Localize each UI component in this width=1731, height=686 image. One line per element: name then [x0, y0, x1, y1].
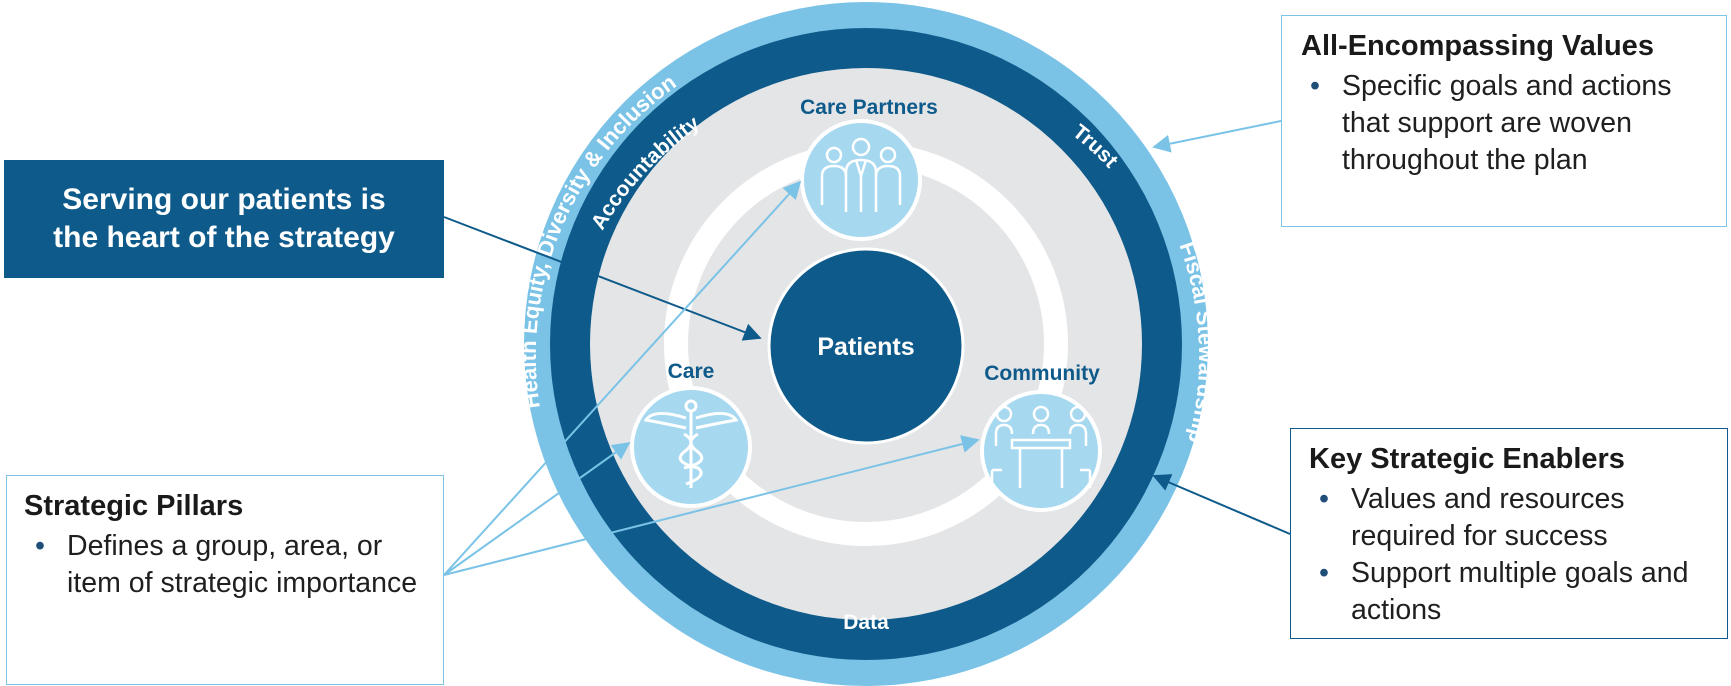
caduceus-icon — [630, 386, 752, 508]
meeting-table-icon — [980, 390, 1102, 512]
heart-callout-line1: Serving our patients is — [62, 183, 386, 216]
pillar-arrow-care-partners — [443, 180, 802, 576]
enablers-title: Key Strategic Enablers — [1309, 443, 1625, 475]
values-arrow — [1152, 120, 1282, 153]
key-strategic-enablers-box: Key Strategic Enablers Values and resour… — [1290, 428, 1728, 639]
heart-of-strategy-callout: Serving our patients is the heart of the… — [4, 160, 444, 278]
heart-callout-line2: the heart of the strategy — [53, 221, 395, 254]
pillar-arrow-community — [443, 435, 980, 576]
patients-label: Patients — [817, 333, 914, 361]
community-label: Community — [984, 362, 1100, 385]
values-bullet: Specific goals and actions that support … — [1310, 68, 1710, 179]
values-title: All-Encompassing Values — [1301, 30, 1654, 62]
values-bullet-list: Specific goals and actions that support … — [1301, 68, 1710, 179]
pillars-title: Strategic Pillars — [24, 490, 244, 522]
enablers-bullet: Support multiple goals and actions — [1319, 555, 1711, 629]
patients-center — [767, 247, 965, 445]
enablers-bullet-list: Values and resources required for succes… — [1309, 481, 1711, 629]
pillar-arrow-care — [443, 441, 631, 576]
enablers-arrow — [1152, 474, 1291, 535]
enablers-bullet: Values and resources required for succes… — [1319, 481, 1711, 555]
care-label: Care — [668, 360, 715, 383]
pillars-bullet-list: Defines a group, area, or item of strate… — [24, 528, 427, 602]
people-group-icon — [800, 119, 922, 241]
heart-arrow — [443, 216, 762, 341]
strategic-pillars-box: Strategic Pillars Defines a group, area,… — [6, 475, 444, 685]
data-label: Data — [843, 611, 889, 634]
all-encompassing-values-box: All-Encompassing Values Specific goals a… — [1281, 15, 1727, 227]
pillars-bullet: Defines a group, area, or item of strate… — [35, 528, 427, 602]
care-partners-label: Care Partners — [800, 96, 938, 119]
